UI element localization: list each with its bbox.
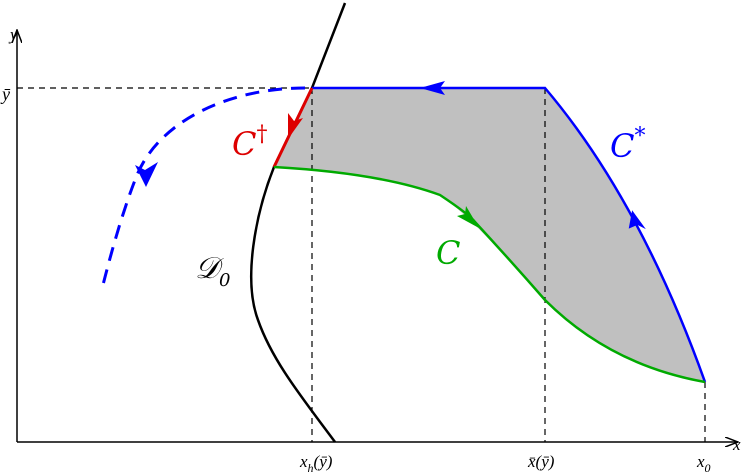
c-star-arrow-icon [628,210,646,230]
svg-text:x0: x0 [696,452,711,475]
svg-text:C†: C† [232,122,267,163]
dashed-trajectory [101,86,306,286]
top-arrow-icon [420,81,445,95]
xbar-tick-label: x̄(ȳ) [527,452,555,471]
c-curve [273,165,706,384]
svg-text:C: C [436,234,460,272]
guide-lines [17,87,706,442]
y-axis-label: y [8,25,18,44]
c-star-curve [312,86,707,383]
svg-text:xh(ȳ): xh(ȳ) [299,452,333,475]
dashed-trajectory-arrow-icon [135,162,158,187]
svg-text:C*: C* [610,124,645,165]
xh-tick-label: xh(ȳ) [299,452,333,475]
c-dagger-arrow-icon [288,113,303,139]
ybar-tick-label: ȳ [0,84,11,104]
shaded-region [274,88,705,382]
x0-tick-label: x0 [696,452,711,475]
d0-label: 𝒟0 [195,251,230,291]
svg-text:𝒟0: 𝒟0 [195,251,230,291]
svg-text:x̄(ȳ): x̄(ȳ) [527,452,555,471]
d0-curve [249,2,347,443]
c-arrow-icon [457,206,479,228]
c-dagger-label: C† [232,122,267,163]
x-axis-label: x [732,435,741,454]
c-label: C [436,234,460,272]
c-star-label: C* [610,124,645,165]
